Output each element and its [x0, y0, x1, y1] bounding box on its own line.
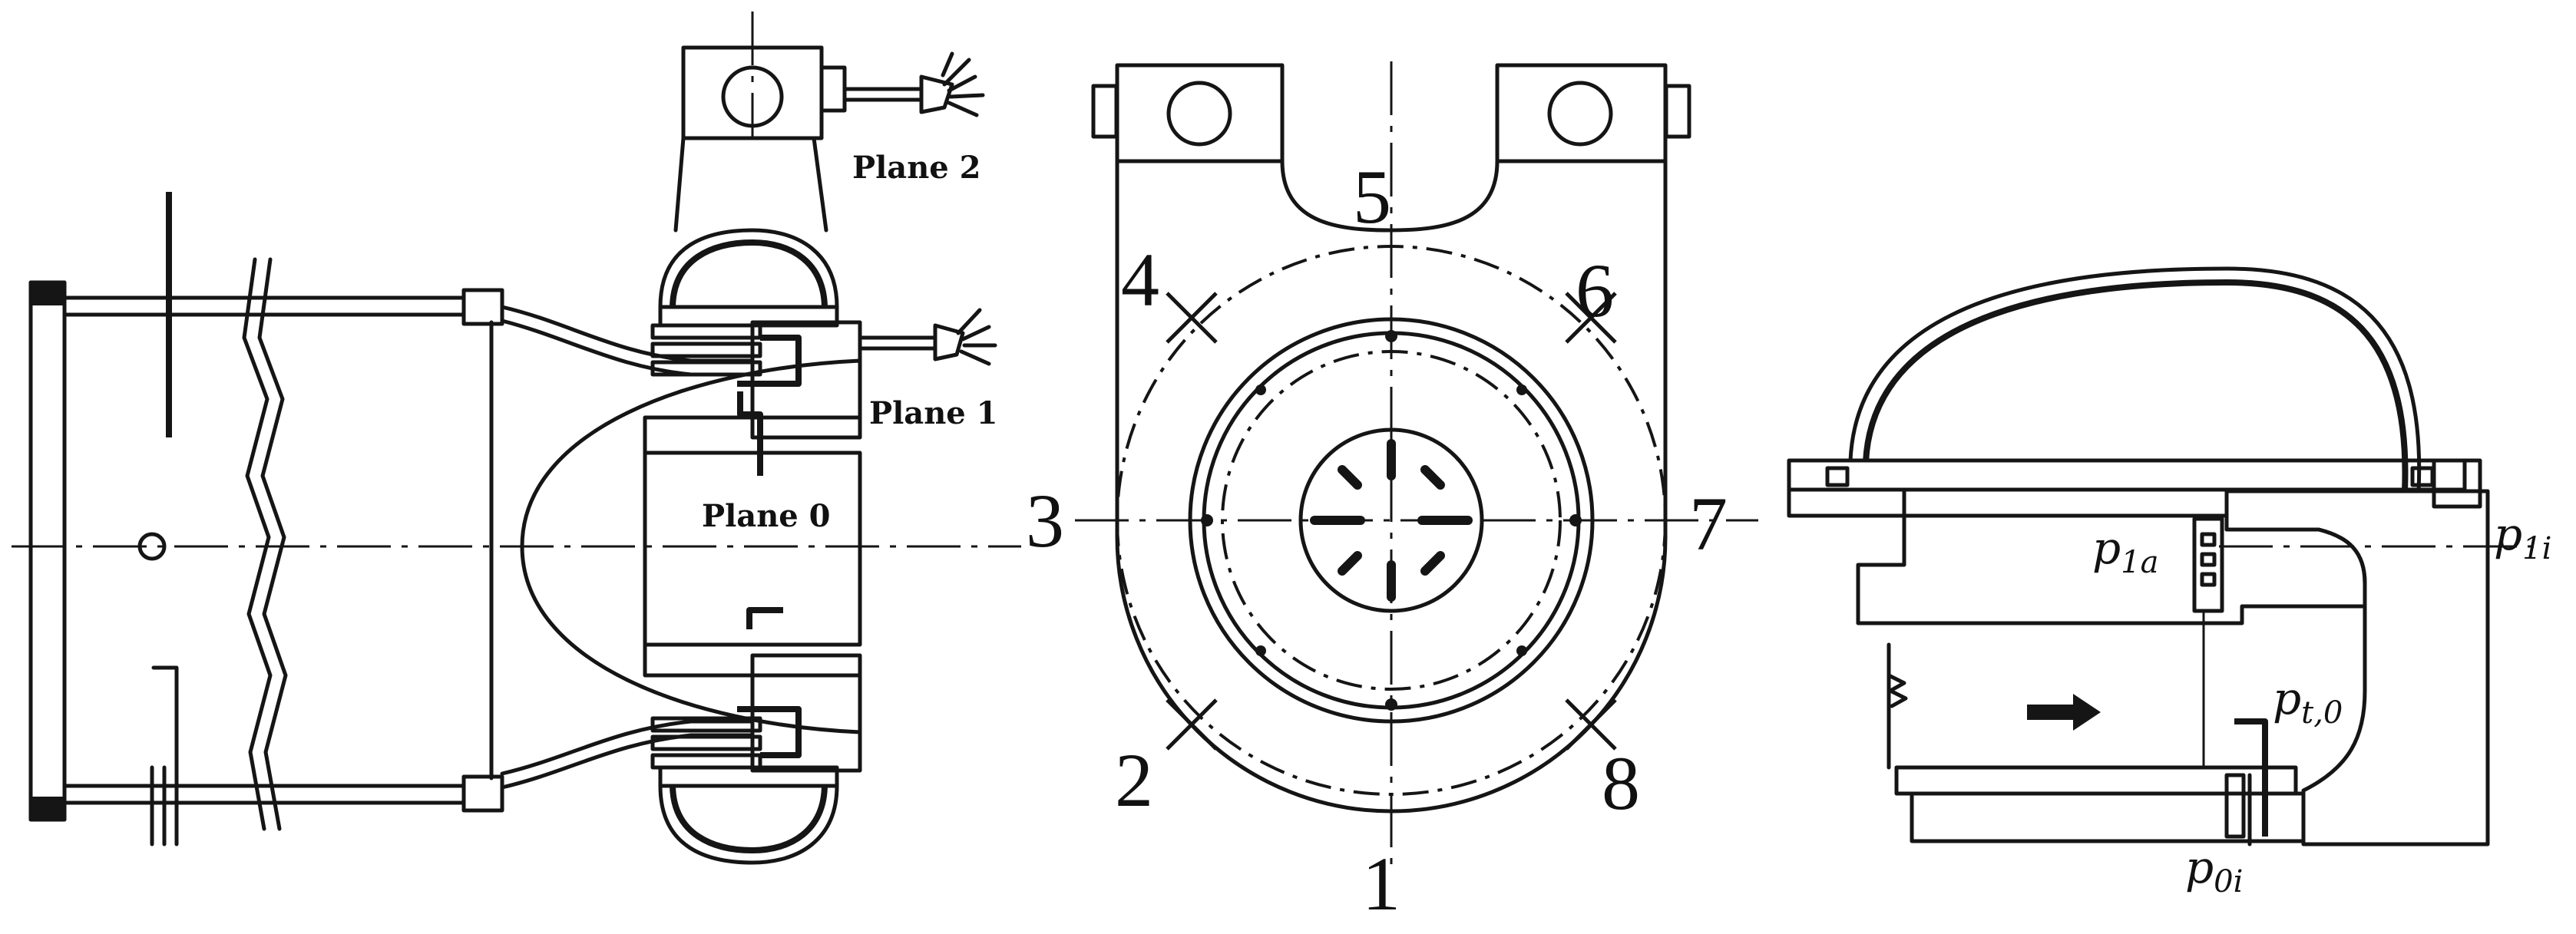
detail-section-view: p1a p1i pt,0 p0i: [1787, 266, 2551, 899]
position-3-label: 3: [1026, 478, 1064, 563]
front-view: 1 2 3 4 5 6 7 8: [1026, 61, 1758, 926]
bracket: [673, 12, 847, 233]
p1a-label: p1a: [2092, 522, 2158, 580]
bolt-hole-left: [1166, 81, 1232, 147]
pt0-probe: [2234, 718, 2268, 837]
plane1-probe: [858, 308, 997, 366]
position-6-label: 6: [1576, 248, 1614, 333]
hub-spokes: [1310, 439, 1473, 602]
inlet-pipe: [28, 192, 504, 847]
position-8-label: 8: [1602, 741, 1640, 826]
outer-ring: [1188, 317, 1595, 724]
position-marks: [1166, 292, 1617, 751]
plane-0-label: Plane 0: [702, 498, 830, 534]
position-4-label: 4: [1121, 237, 1159, 322]
hub: [520, 358, 862, 734]
plane-1-label: Plane 1: [869, 395, 997, 431]
position-2-label: 2: [1115, 738, 1153, 823]
plane0-probe: [737, 391, 763, 476]
flow-arrow: [2027, 694, 2101, 731]
tap-dots: [1201, 330, 1582, 711]
hub-cavity: [643, 450, 862, 647]
pt0-label: pt,0: [2273, 672, 2343, 731]
side-section-view: Plane 2 Plane 1 Plane 0: [12, 12, 1021, 865]
bolt-hole-right: [1547, 81, 1613, 147]
flange-plate: [1787, 458, 2467, 492]
position-5-label: 5: [1353, 154, 1391, 239]
plane-2-label: Plane 2: [852, 150, 980, 186]
lower-volute: [650, 706, 839, 865]
p0i-label: p0i: [2185, 841, 2243, 899]
position-1-label: 1: [1362, 841, 1400, 926]
upper-volute: [650, 228, 839, 387]
position-7-label: 7: [1689, 481, 1728, 566]
p1i-label: p1i: [2494, 508, 2551, 566]
measurement-circle: [1116, 245, 1667, 796]
hub-circle: [1298, 427, 1484, 613]
plane2-probe: [842, 51, 985, 117]
